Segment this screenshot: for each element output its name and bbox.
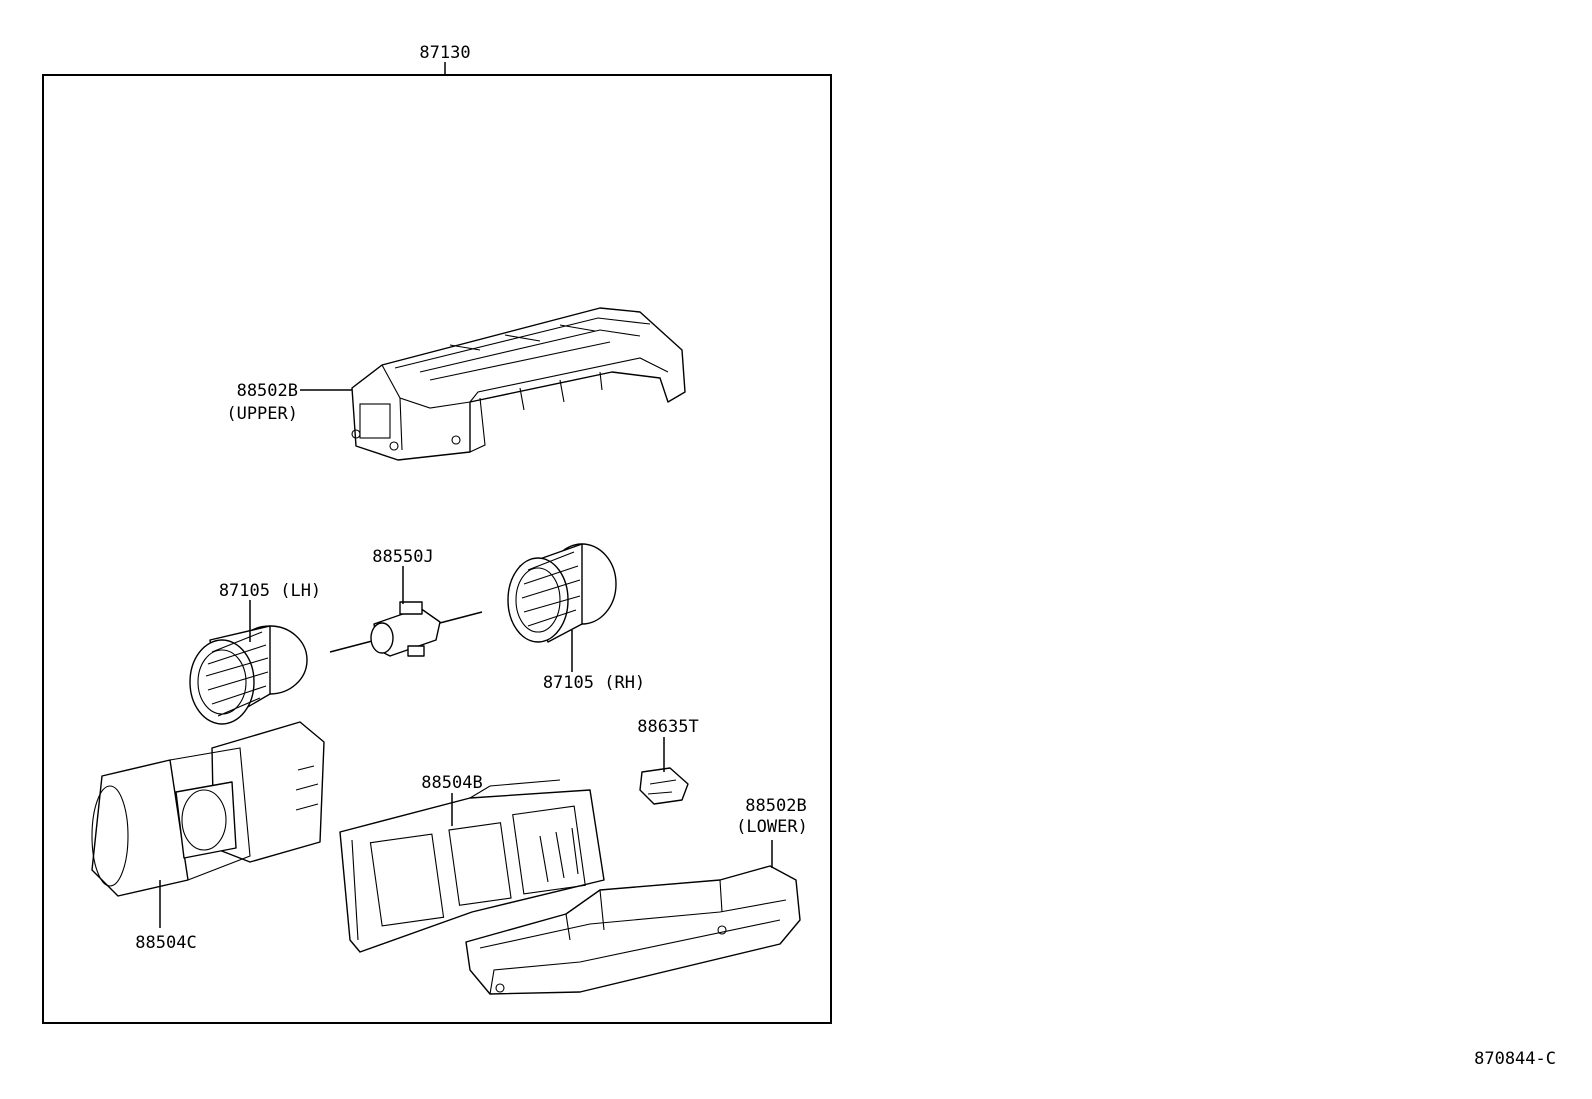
upper-case-label: 88502B bbox=[237, 381, 298, 401]
mid-case-drawing bbox=[339, 779, 605, 953]
figure-code: 870844-C bbox=[1474, 1049, 1556, 1069]
scroll-case-label: 88504C bbox=[135, 933, 196, 953]
fan-rh-label: 87105 (RH) bbox=[543, 673, 645, 693]
upper-case-drawing bbox=[351, 307, 686, 461]
lower-case-drawing bbox=[465, 865, 801, 995]
lower-case-label: 88502B bbox=[745, 796, 806, 816]
fan-rh-drawing bbox=[507, 543, 617, 643]
assembly-frame bbox=[42, 74, 832, 1024]
assembly-label: 87130 bbox=[419, 43, 470, 63]
fan-lh-label: 87105 (LH) bbox=[219, 581, 321, 601]
motor-label: 88550J bbox=[372, 547, 433, 567]
mid-case-label: 88504B bbox=[421, 773, 482, 793]
resistor-label: 88635T bbox=[637, 717, 698, 737]
resistor-drawing bbox=[639, 767, 689, 805]
lower-case-note: (LOWER) bbox=[736, 817, 808, 837]
motor-drawing bbox=[329, 601, 483, 657]
scroll-case-drawing bbox=[91, 721, 325, 897]
upper-case-note: (UPPER) bbox=[226, 404, 298, 424]
fan-lh-drawing bbox=[189, 625, 308, 725]
